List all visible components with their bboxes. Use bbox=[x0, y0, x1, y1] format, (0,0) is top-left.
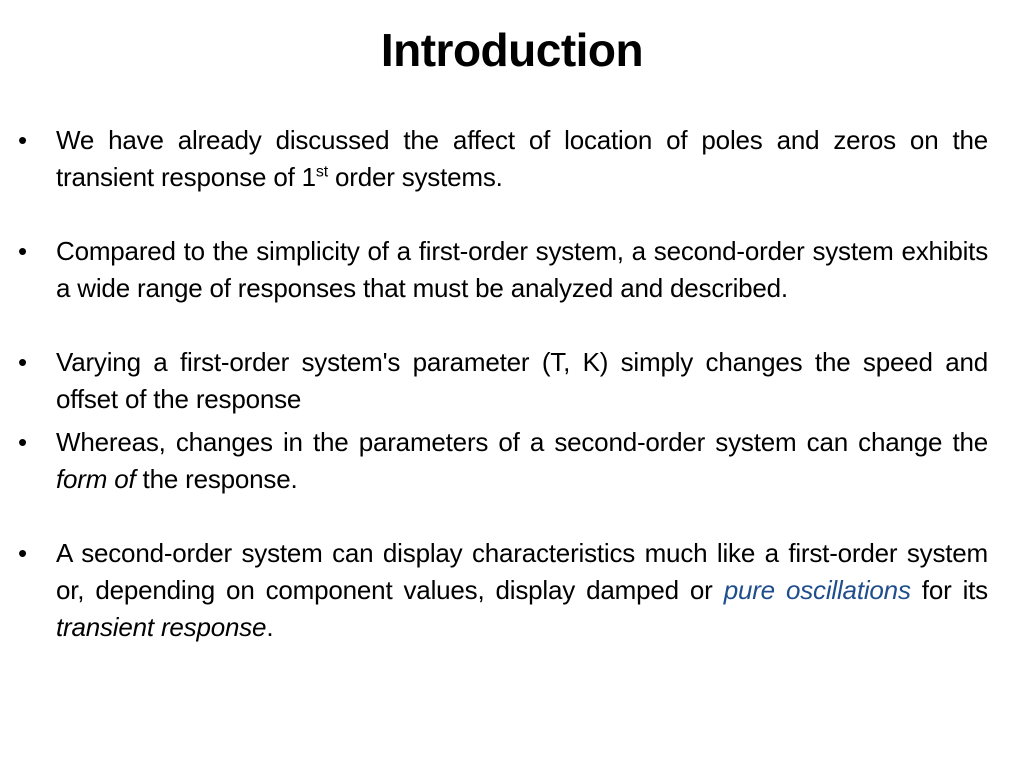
bullet-item-4: Whereas, changes in the parameters of a … bbox=[18, 424, 988, 498]
slide-title: Introduction bbox=[380, 24, 644, 76]
bullet-5-accent-text: pure oscillations bbox=[723, 575, 911, 605]
bullet-item-1: We have already discussed the affect of … bbox=[18, 122, 988, 196]
bullet-item-5: A second-order system can display charac… bbox=[18, 535, 988, 646]
bullet-item-3: Varying a first-order system's parameter… bbox=[18, 344, 988, 418]
bullet-3-text: Varying a first-order system's parameter… bbox=[56, 347, 988, 414]
bullet-5-text: A second-order system can display charac… bbox=[56, 538, 988, 605]
bullet-4-text-end: the response. bbox=[135, 464, 298, 494]
bullet-4-emphasis: form of bbox=[56, 464, 136, 494]
bullet-list: We have already discussed the affect of … bbox=[18, 122, 988, 646]
bullet-5-text-end: . bbox=[266, 612, 274, 642]
bullet-4-text: Whereas, changes in the parameters of a … bbox=[56, 427, 988, 457]
bullet-1-superscript: st bbox=[315, 163, 328, 181]
bullet-1-text-end: order systems. bbox=[327, 162, 503, 192]
bullet-5-text-middle: for its bbox=[910, 575, 988, 605]
bullet-2-text: Compared to the simplicity of a first-or… bbox=[56, 236, 988, 303]
bullet-5-emphasis: transient response bbox=[56, 612, 267, 642]
bullet-1-text: We have already discussed the affect of … bbox=[56, 125, 988, 192]
bullet-item-2: Compared to the simplicity of a first-or… bbox=[18, 233, 988, 307]
